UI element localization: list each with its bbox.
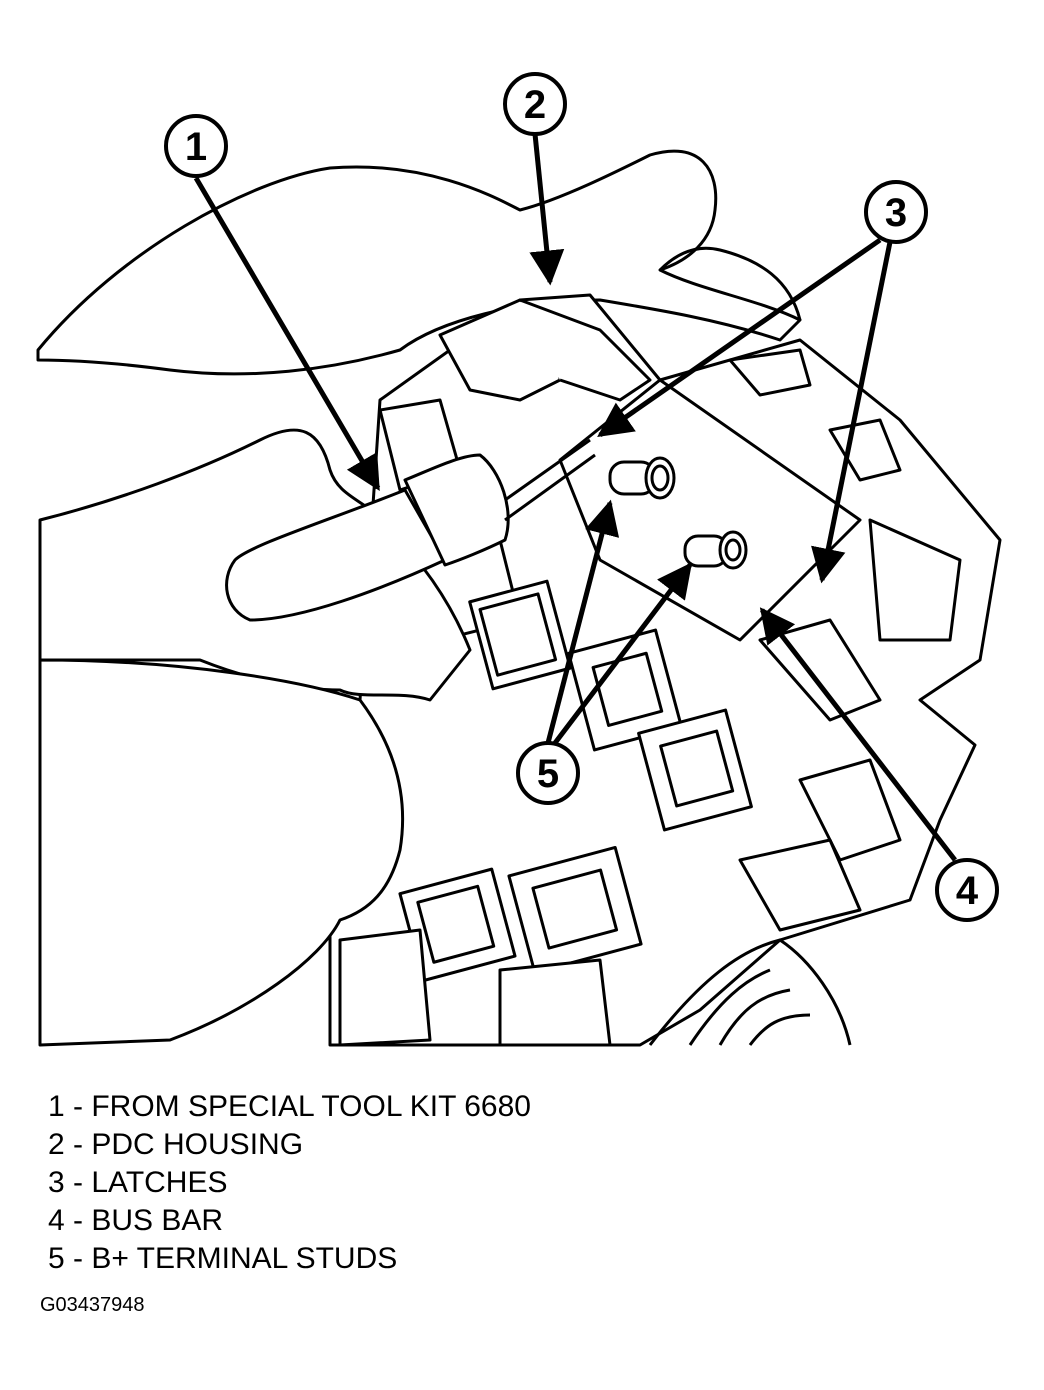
upper-hand (36, 149, 802, 376)
legend-item-4: 4 - BUS BAR (48, 1204, 224, 1237)
leader-arrows (193, 133, 957, 862)
diagram-illustration: 1 2 3 4 5 (36, 72, 1002, 1047)
lower-hand-with-tool (38, 428, 596, 1047)
arrow-5b (553, 562, 693, 745)
callout-2-number: 2 (524, 83, 546, 127)
callout-1: 1 (164, 114, 228, 178)
figure-id: G03437948 (40, 1294, 145, 1316)
callout-4-number: 4 (956, 869, 979, 913)
callout-1-number: 1 (185, 125, 207, 169)
arrow-2 (529, 133, 565, 286)
legend-item-5: 5 - B+ TERMINAL STUDS (48, 1242, 398, 1275)
callout-3: 3 (864, 180, 928, 244)
arrow-4 (759, 607, 957, 862)
legend-item-3: 3 - LATCHES (48, 1166, 228, 1199)
arrow-5a (545, 499, 620, 744)
arrow-3b (811, 241, 893, 584)
legend-item-2: 2 - PDC HOUSING (48, 1128, 304, 1161)
callout-3-number: 3 (885, 191, 907, 235)
legend-item-1: 1 - FROM SPECIAL TOOL KIT 6680 (48, 1090, 531, 1123)
wire-loom (648, 938, 852, 1046)
arrow-3a (597, 237, 882, 438)
arrow-1 (193, 176, 381, 492)
terminal-studs (608, 456, 748, 570)
callout-5: 5 (516, 741, 580, 805)
callout-4: 4 (935, 858, 999, 922)
callout-5-number: 5 (537, 752, 559, 796)
legend: 1 - FROM SPECIAL TOOL KIT 6680 2 - PDC H… (48, 1088, 531, 1278)
callout-2: 2 (503, 72, 567, 136)
